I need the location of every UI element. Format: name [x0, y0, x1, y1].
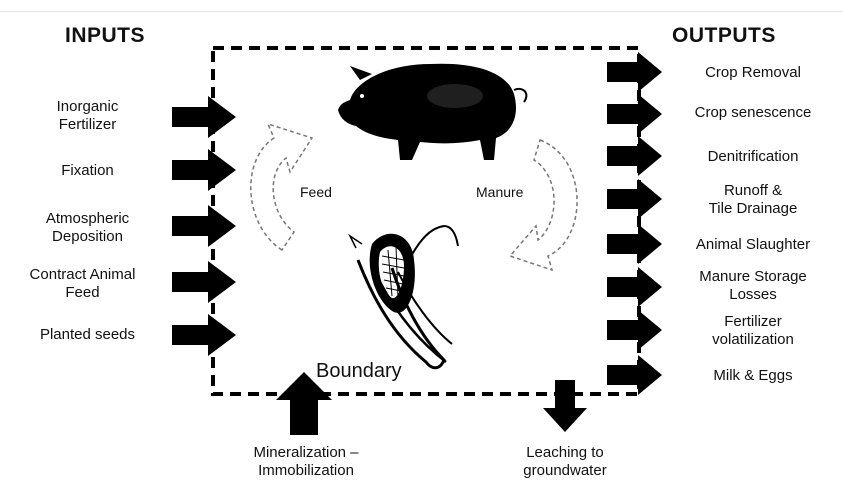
boundary-label: Boundary — [316, 360, 402, 382]
leaching-arrow — [543, 380, 587, 432]
output-label-fertilizer-volatilization: Fertilizer volatilization — [712, 313, 794, 348]
feed-label: Feed — [300, 184, 332, 200]
inputs-header: INPUTS — [65, 24, 146, 47]
input-arrow-fixation — [172, 149, 236, 191]
input-arrow-seeds — [172, 314, 236, 356]
input-arrows — [172, 96, 236, 356]
feed-cycle-arrow — [250, 122, 314, 252]
output-arrow-8 — [607, 355, 662, 395]
leaching-to-groundwater-label: Leaching to groundwater — [523, 444, 607, 479]
output-label-denitrification: Denitrification — [707, 148, 799, 165]
manure-cycle-arrow — [508, 139, 578, 272]
output-label-runoff-tile-drainage: Runoff & Tile Drainage — [708, 182, 798, 217]
output-label-milk-eggs: Milk & Eggs — [713, 367, 793, 384]
manure-label: Manure — [476, 184, 524, 200]
input-arrow-inorganic — [172, 96, 236, 138]
output-arrow-4 — [607, 179, 662, 219]
mineralization-immobilization-label: Mineralization – Immobilization — [253, 444, 359, 479]
output-arrow-5 — [607, 224, 662, 264]
corn-icon — [348, 224, 459, 370]
input-label-contract-animal-feed: Contract Animal Feed — [29, 266, 136, 301]
output-arrow-6 — [607, 267, 662, 307]
output-label-animal-slaughter: Animal Slaughter — [695, 236, 811, 253]
output-label-manure-storage-losses: Manure Storage Losses — [699, 268, 807, 303]
top-divider — [0, 11, 843, 12]
input-label-planted-seeds: Planted seeds — [39, 326, 136, 343]
output-arrows — [607, 52, 662, 395]
mineralization-arrow — [276, 372, 332, 435]
input-label-inorganic-fertilizer: Inorganic Fertilizer — [56, 98, 119, 133]
output-arrow-1 — [607, 52, 662, 92]
input-label-atmospheric-deposition: Atmospheric Deposition — [45, 210, 130, 245]
output-arrow-2 — [607, 94, 662, 134]
input-label-fixation: Fixation — [61, 162, 114, 179]
pig-icon — [338, 63, 528, 160]
input-arrow-atmospheric — [172, 205, 236, 247]
outputs-header: OUTPUTS — [672, 24, 776, 47]
output-arrow-3 — [607, 136, 662, 176]
output-arrow-7 — [607, 310, 662, 350]
output-label-crop-removal: Crop Removal — [705, 64, 801, 81]
output-label-crop-senescence: Crop senescence — [694, 104, 812, 121]
input-arrow-contract-feed — [172, 261, 236, 303]
